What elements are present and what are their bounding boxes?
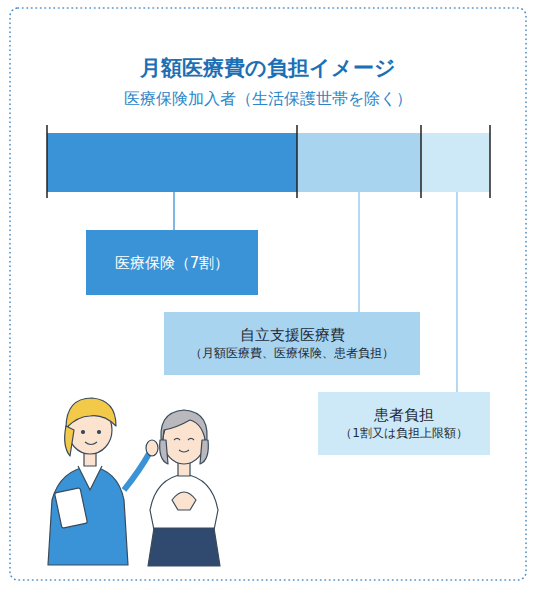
leader-line [358, 192, 359, 312]
subtitle-label: 医療保険加入者（生活保護世帯を除く） [0, 88, 536, 110]
box-heading: 医療保険（7割） [115, 253, 230, 273]
leader-line [173, 192, 174, 230]
support-cost-box: 自立支援医療費（月額医療費、医療保険、患者負担） [164, 312, 420, 375]
insurance-box: 医療保険（7割） [86, 230, 258, 295]
box-heading: 患者負担 [374, 405, 434, 425]
patient-share-box: 患者負担（1割又は負担上限額） [318, 392, 490, 455]
leader-line [456, 192, 457, 392]
box-note: （月額医療費、医療保険、患者負担） [190, 345, 394, 362]
people-illustration [48, 398, 220, 566]
box-note: （1割又は負担上限額） [340, 425, 468, 442]
bar-ticks [47, 125, 490, 198]
support-segment [297, 133, 421, 192]
patient-segment [421, 133, 490, 192]
diagram-title: 月額医療費の負担イメージ [0, 54, 536, 82]
box-heading: 自立支援医療費 [240, 325, 345, 345]
insurance-segment [47, 133, 297, 192]
